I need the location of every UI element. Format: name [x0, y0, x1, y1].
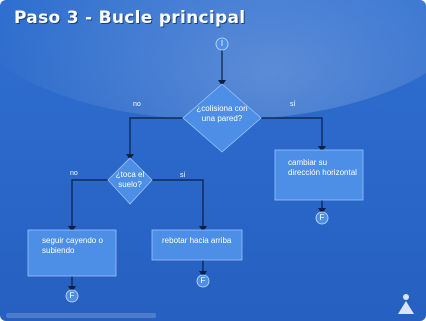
edge-label-ground-no: no: [70, 170, 78, 177]
edge-label-wall-si: sí: [290, 101, 296, 108]
connector-wall-no: [129, 117, 183, 158]
edge-label-wall-no: no: [133, 101, 141, 108]
arrowhead: [318, 208, 326, 214]
arrowhead: [199, 271, 207, 277]
arrowhead: [318, 146, 326, 152]
arrowhead: [218, 80, 226, 86]
end-node-left: [65, 289, 79, 303]
action-bounce-box: [151, 229, 243, 261]
start-node: [215, 37, 229, 51]
start-label: I: [220, 39, 224, 48]
action-keep-box: [27, 229, 117, 277]
slide-title: Paso 3 - Bucle principal: [14, 8, 246, 28]
arrowhead: [68, 226, 76, 232]
action-bounce-text: rebotar hacia arriba: [162, 236, 232, 245]
end-label-middle: F: [200, 276, 206, 285]
decision-ground-text: ¿toca el suelo?: [115, 170, 145, 189]
edge-label-ground-si: sí: [180, 172, 186, 179]
action-change-dir-box: [274, 149, 364, 201]
arrowhead: [126, 154, 134, 160]
connector-ground-si: [152, 179, 204, 230]
arrowhead: [199, 226, 207, 232]
connector-wall-si: [261, 117, 323, 150]
action-keep-text: seguir cayendo o subiendo: [42, 236, 103, 255]
end-node-middle: [196, 274, 210, 288]
decision-wall-text: ¿colisiona con una pared?: [196, 104, 248, 123]
logo-icon: [398, 294, 414, 314]
end-label-right: F: [319, 213, 325, 222]
decision-ground-diamond: [107, 157, 153, 205]
connector-ground-no: [71, 179, 108, 230]
arrowhead: [68, 286, 76, 292]
footer-bar: [6, 313, 156, 318]
end-node-right: [315, 211, 329, 225]
decision-wall-diamond: [182, 83, 262, 153]
action-change-dir-text: cambiar su dirección horizontal: [288, 158, 357, 177]
end-label-left: F: [69, 291, 75, 300]
